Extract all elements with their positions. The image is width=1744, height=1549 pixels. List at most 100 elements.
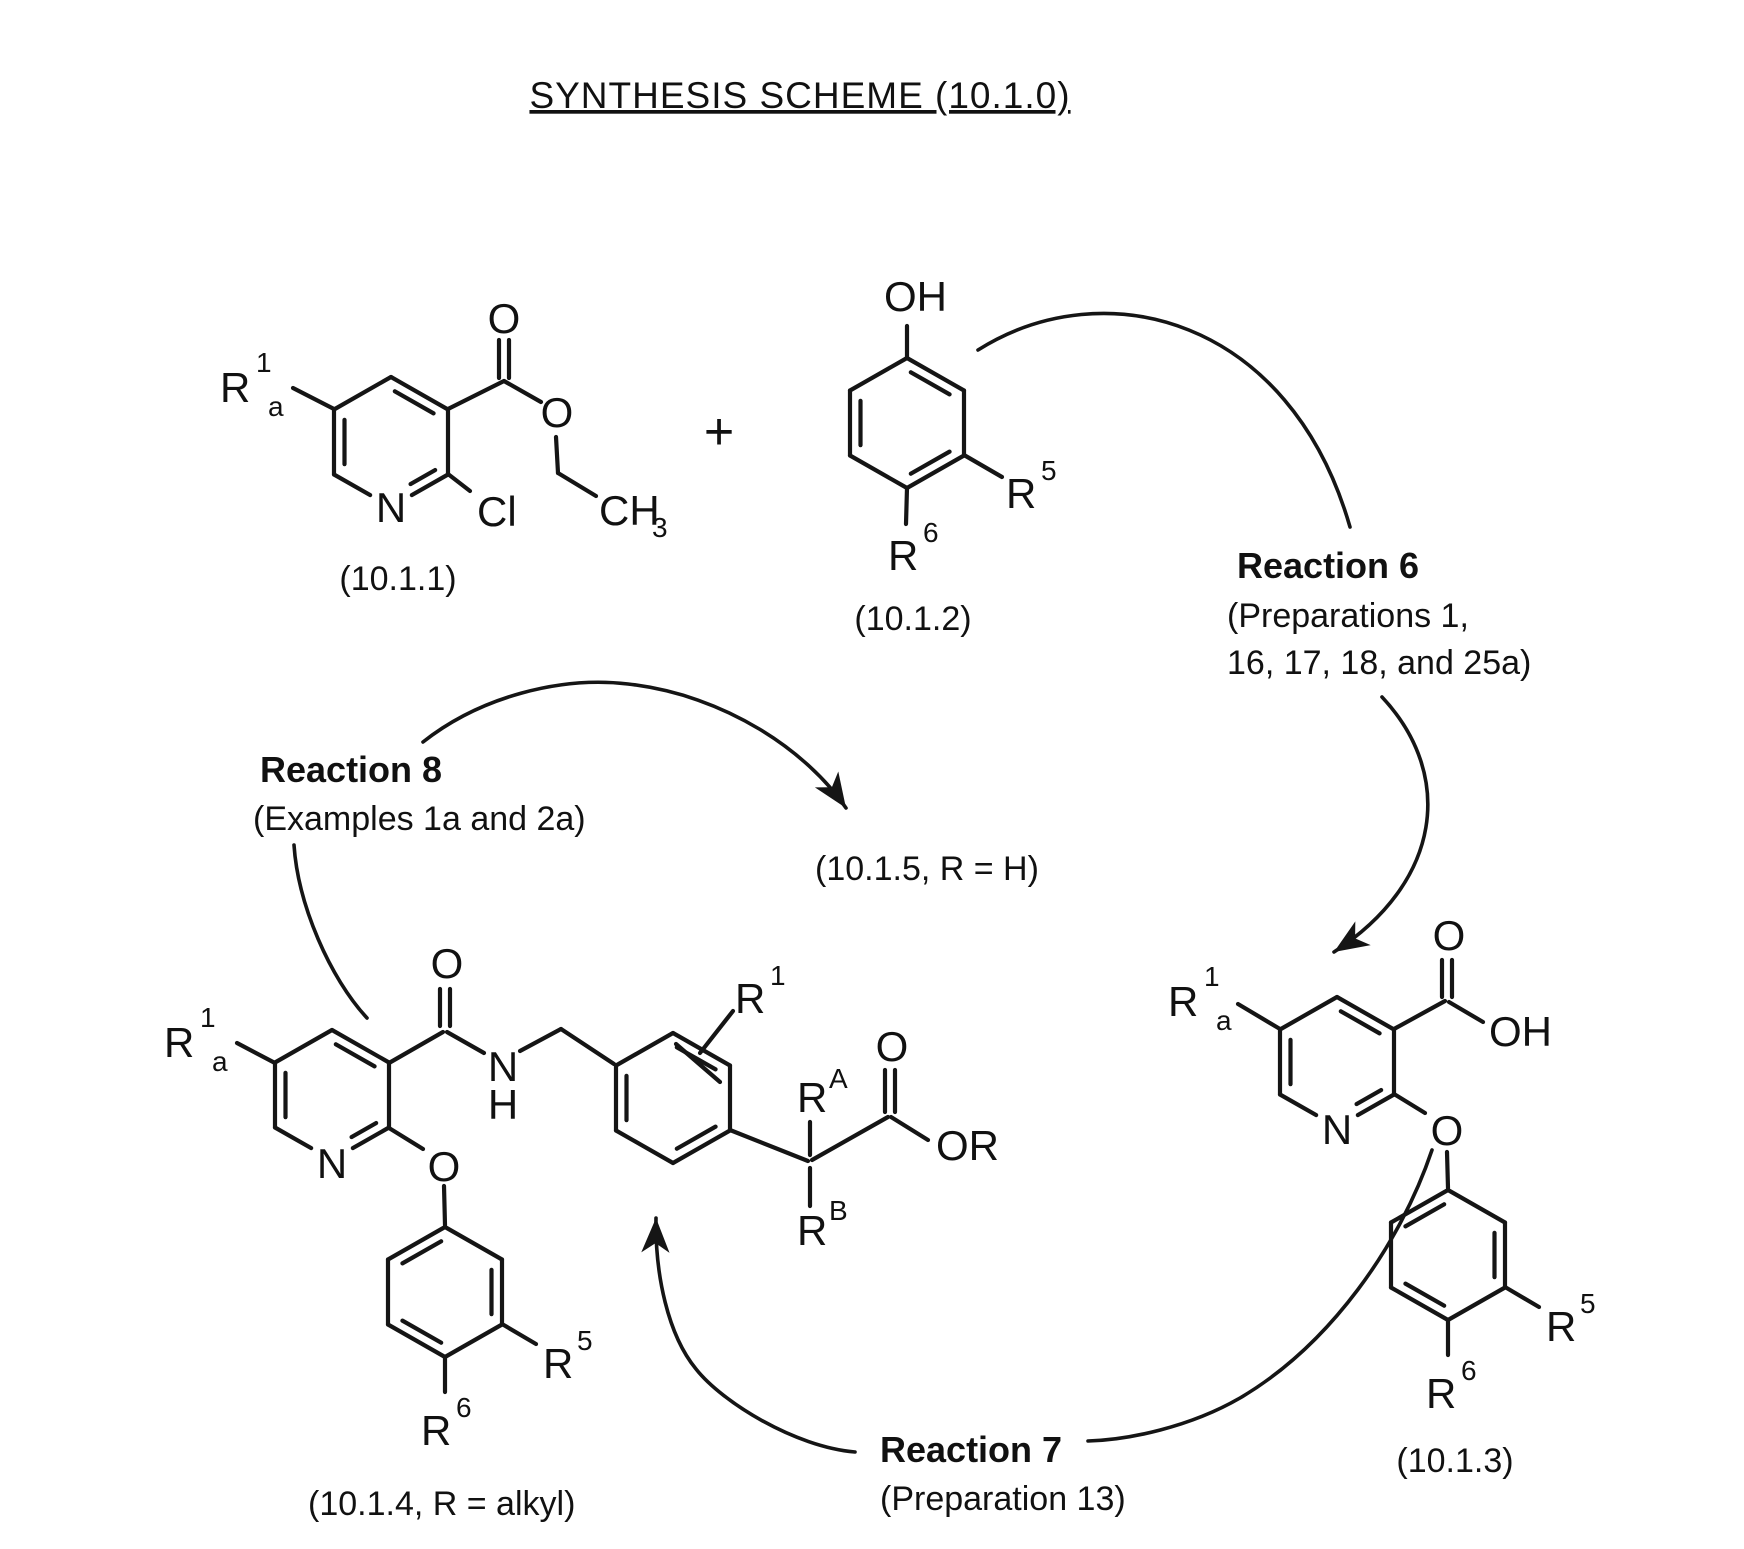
r1-group-label: R [735, 975, 765, 1022]
bond [809, 1114, 891, 1163]
acid-hydroxyl-label: OH [1489, 1008, 1552, 1055]
phenoxy-ring [1388, 1187, 1508, 1323]
bond [555, 470, 599, 499]
reaction8-detail: (Examples 1a and 2a) [253, 800, 586, 838]
r6-group-label: R [888, 532, 918, 579]
ring-bond [1403, 1281, 1447, 1308]
bond [1235, 1001, 1283, 1032]
r5-group-label: R [1546, 1303, 1576, 1350]
reaction7-caption: Reaction 7 (Preparation 13) [880, 1429, 1126, 1518]
ring-bond [392, 389, 436, 416]
ring-bond [349, 1120, 379, 1140]
pyridine-nitrogen-label: N [317, 1140, 347, 1187]
r1a-superscript: 1 [1204, 961, 1220, 992]
ring-bond [1334, 994, 1397, 1032]
bond [1391, 998, 1448, 1032]
compound-label-10-1-5: (10.1.5, R = H) [815, 850, 1039, 888]
bond [1444, 1149, 1451, 1191]
r1a-subscript: a [268, 391, 284, 422]
ring-bond [1338, 1009, 1382, 1036]
ring-bond [613, 1128, 676, 1166]
bond [517, 1026, 564, 1054]
pyridine-ring [1277, 994, 1397, 1118]
r1a-superscript: 1 [200, 1002, 216, 1033]
reaction8-name: Reaction 8 [260, 749, 442, 790]
r1a-superscript: 1 [256, 347, 272, 378]
arc-reaction7-right [1086, 1148, 1434, 1443]
bond [234, 1040, 278, 1066]
nitrogen-label: N [376, 484, 406, 531]
ring-bond [331, 472, 373, 498]
ring-bond [272, 1027, 335, 1065]
reaction6-caption: Reaction 6 (Preparations 1, 16, 17, 18, … [1227, 545, 1531, 682]
structure-10-1-4: R 1 a O N H N R 1 R A R B O OR O R 5 R 6… [164, 940, 999, 1523]
ester-oxygen-label: O [541, 389, 574, 436]
ring-bond [904, 355, 967, 393]
ring-bond [1388, 1187, 1451, 1225]
ring-bond [272, 1125, 314, 1151]
ring-bond [670, 1128, 733, 1166]
ring-bond [333, 1042, 377, 1069]
arc-reaction7-arrow [641, 1216, 857, 1454]
ring-bond [1355, 1092, 1397, 1118]
rb-group-label: R [797, 1207, 827, 1254]
amide-nitrogen-label: N [488, 1043, 518, 1090]
bond [444, 1029, 487, 1056]
rb-superscript: B [829, 1195, 848, 1226]
amide-hydrogen-label: H [488, 1081, 518, 1128]
bond [445, 471, 473, 494]
r1-superscript: 1 [770, 960, 786, 991]
ring-bond [1277, 1092, 1319, 1118]
bond [727, 1127, 811, 1164]
reaction6-detail-2: 16, 17, 18, and 25a) [1227, 644, 1531, 682]
ring-bond [1403, 1202, 1447, 1229]
methyl-subscript: 3 [652, 512, 668, 543]
benzene-ring [847, 355, 967, 491]
ring-bond [847, 355, 910, 393]
arc-reaction8-tail [292, 843, 369, 1020]
structure-10-1-3: R 1 a O OH N O R 5 R 6 (10.1.3) [1168, 912, 1596, 1480]
ring-bond [388, 374, 451, 412]
arc-reaction6-arrow [1332, 695, 1430, 954]
bond [961, 452, 1005, 480]
chlorine-label: Cl [477, 488, 517, 535]
ether-oxygen-label: O [428, 1143, 461, 1190]
methyl-label: CH [599, 487, 660, 534]
pyridine-ring [331, 374, 451, 498]
ring-bond [385, 1322, 448, 1360]
compound-label-10-1-1: (10.1.1) [339, 560, 456, 598]
r5-group-label: R [543, 1340, 573, 1387]
ring-bond [1388, 1285, 1451, 1323]
ether-oxygen-label: O [1431, 1107, 1464, 1154]
arc-reaction6-upper [976, 311, 1352, 529]
nitrogen-label: N [1322, 1106, 1352, 1153]
ra-group-label: R [797, 1074, 827, 1121]
ring-bond [1445, 1285, 1508, 1323]
r1a-group-label: R [1168, 978, 1198, 1025]
plus-operator: + [704, 403, 734, 461]
r1a-subscript: a [1216, 1005, 1232, 1036]
ring-bond [400, 1239, 444, 1266]
ring-bond [409, 472, 451, 498]
bond [1502, 1284, 1542, 1310]
ester-oxygen-label: O [876, 1023, 909, 1070]
r6-group-label: R [421, 1407, 451, 1454]
r6-superscript: 6 [456, 1392, 472, 1423]
ring-bond [400, 1318, 444, 1345]
bond [888, 1114, 931, 1143]
r6-group-label: R [1426, 1370, 1456, 1417]
bond [903, 485, 910, 527]
hydroxyl-label: OH [884, 273, 947, 320]
compound-label-10-1-2: (10.1.2) [854, 600, 971, 638]
reaction7-detail: (Preparation 13) [880, 1480, 1126, 1518]
phenoxy-ring [385, 1224, 505, 1360]
ring-bond [908, 449, 952, 476]
bond [386, 1029, 446, 1066]
ring-bond [442, 1322, 505, 1360]
r1a-subscript: a [212, 1046, 228, 1077]
page-title: SYNTHESIS SCHEME (10.1.0) [529, 75, 1070, 116]
bond [290, 385, 337, 412]
reaction-arrows [292, 311, 1434, 1454]
r6-superscript: 6 [923, 517, 939, 548]
